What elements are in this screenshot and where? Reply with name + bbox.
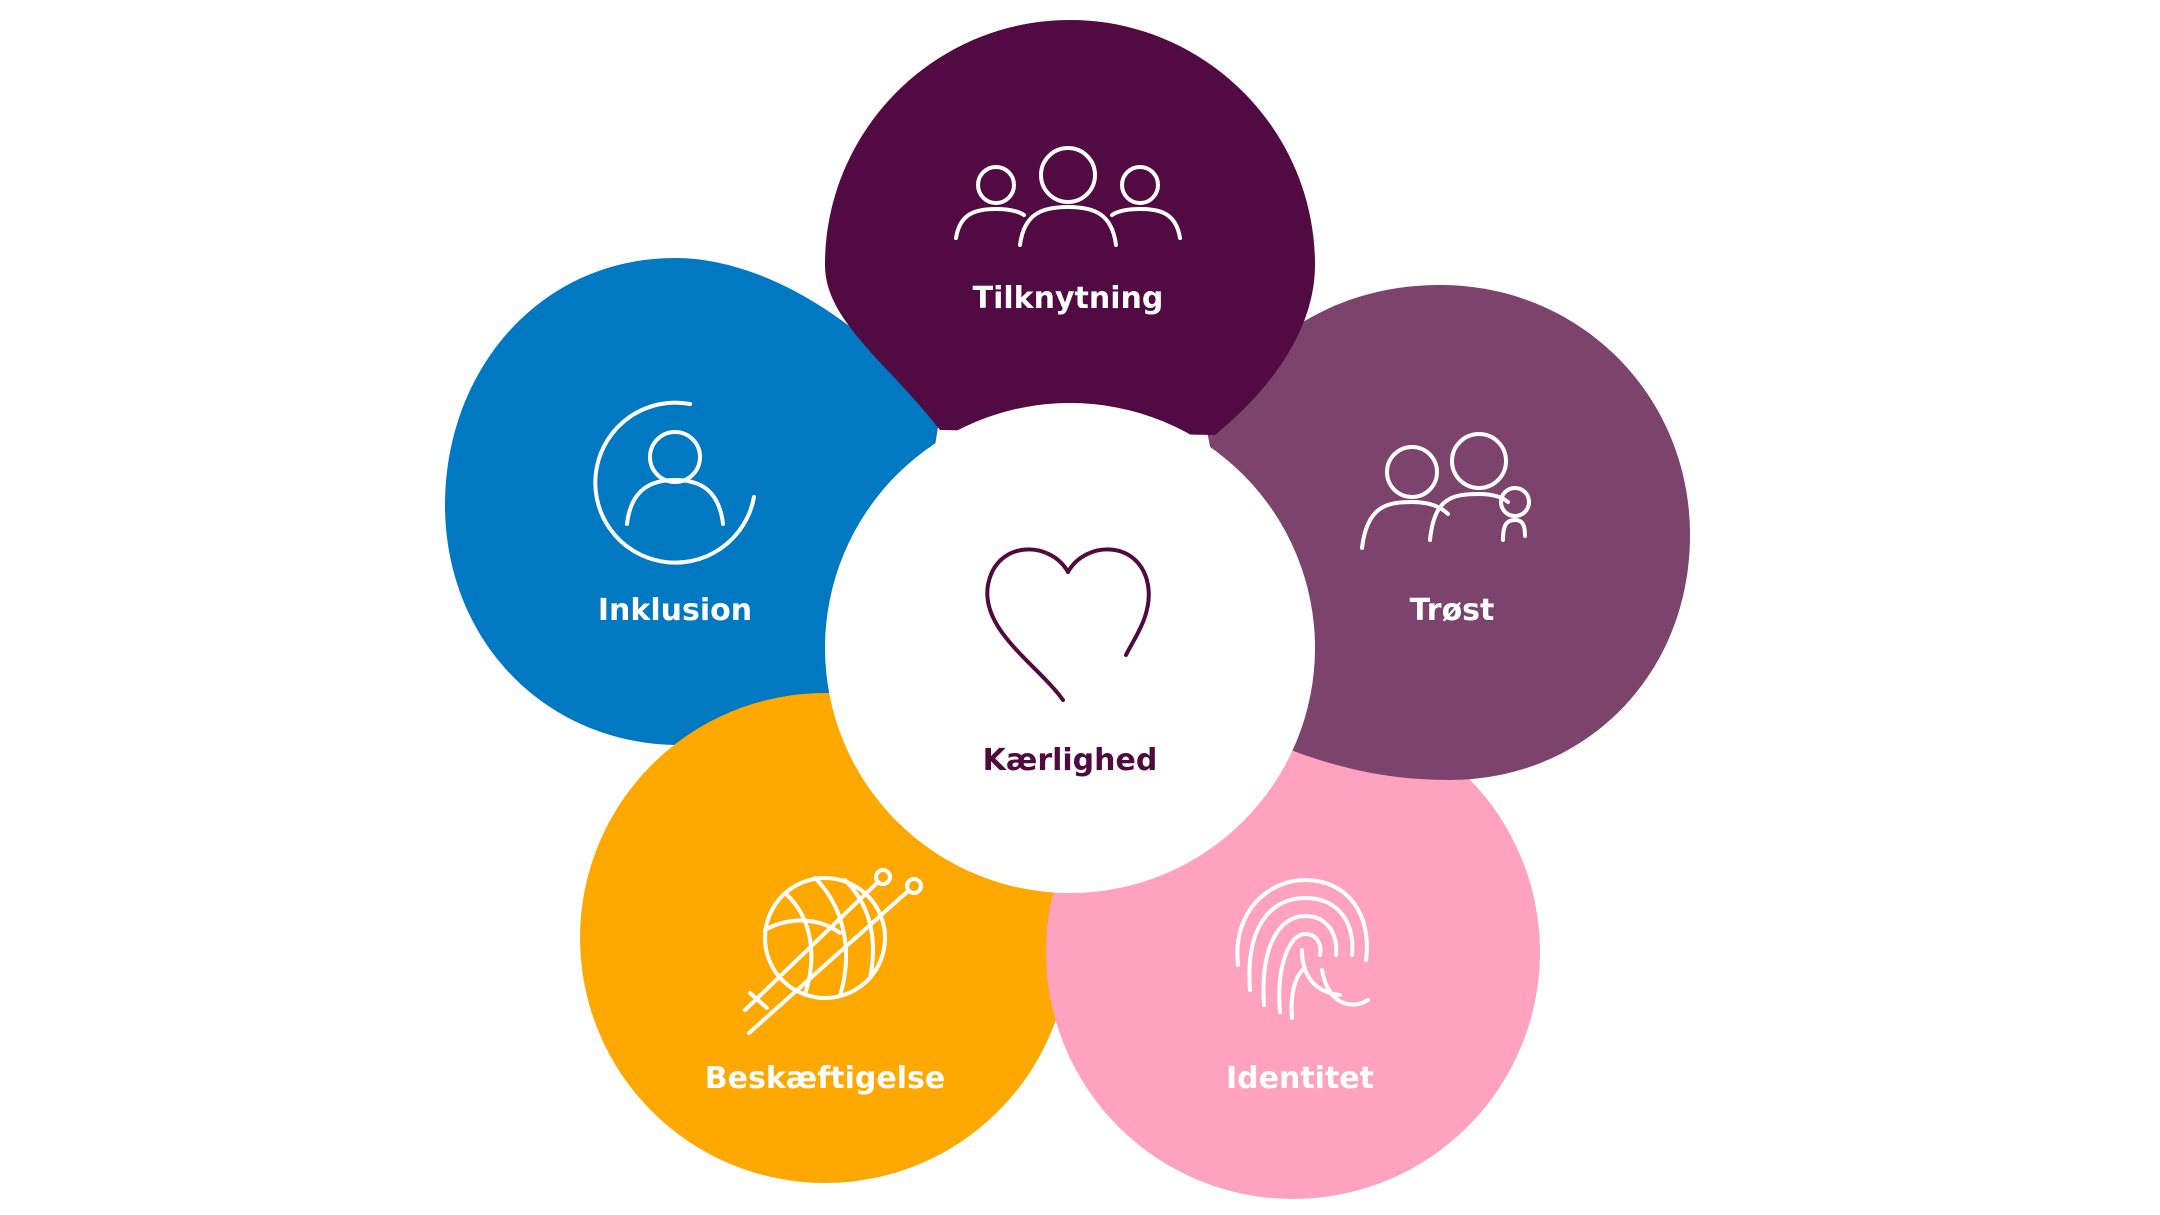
petal-inklusion-label: Inklusion bbox=[598, 593, 752, 628]
center-circle-shape bbox=[825, 403, 1315, 893]
petal-tilknytning: Tilknytning bbox=[825, 20, 1315, 435]
adult-and-child-icon bbox=[1360, 432, 1531, 550]
person-in-circle-icon bbox=[593, 400, 756, 565]
petal-trost-label: Trøst bbox=[1410, 593, 1495, 628]
center-label: Kærlighed bbox=[983, 743, 1158, 778]
group-of-three-people-icon bbox=[954, 146, 1182, 247]
petal-trost: Trøst bbox=[1205, 285, 1690, 780]
petal-tilknytning-shape bbox=[825, 20, 1315, 435]
petal-inklusion-shape bbox=[445, 258, 940, 745]
petal-identitet-label: Identitet bbox=[1226, 1061, 1374, 1096]
yarn-ball-icon bbox=[743, 868, 923, 1035]
petal-inklusion: Inklusion bbox=[445, 258, 940, 745]
petal-beskaeftigelse-label: Beskæftigelse bbox=[705, 1061, 945, 1096]
petal-trost-shape bbox=[1205, 285, 1690, 780]
center-kaerlighed: Kærlighed bbox=[825, 403, 1315, 893]
heart-icon bbox=[985, 547, 1151, 702]
petal-tilknytning-label: Tilknytning bbox=[973, 281, 1164, 316]
fingerprint-icon bbox=[1235, 878, 1370, 1020]
